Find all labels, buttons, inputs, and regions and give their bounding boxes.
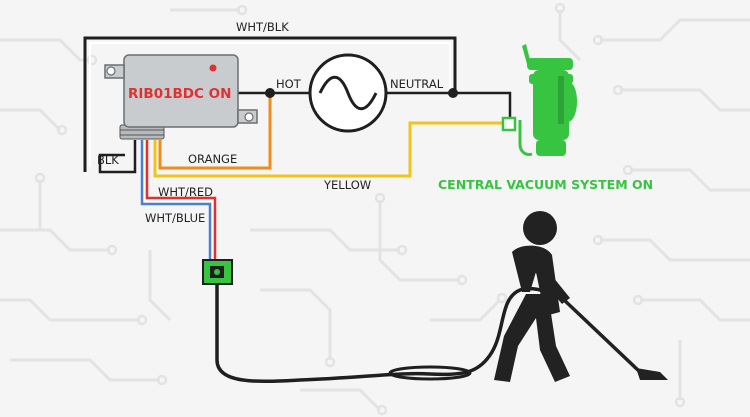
hose-coil [388, 365, 472, 381]
label-wht-red: WHT/RED [158, 185, 213, 199]
wall-inlet-icon [202, 259, 233, 285]
circuit-pads [34, 2, 686, 416]
circuit-background [0, 8, 750, 412]
neutral-junction [448, 88, 458, 98]
vacuum-floor-head [636, 368, 668, 380]
vacuum-wand [560, 296, 642, 374]
vacuum-terminal [501, 116, 517, 132]
label-yellow: YELLOW [323, 178, 371, 192]
central-vacuum-unit-icon [518, 44, 577, 156]
wire-yellow [153, 121, 505, 178]
wire-red [145, 140, 217, 262]
wire-blue [140, 140, 212, 262]
vacuum-hose [215, 284, 556, 384]
person-vacuuming-icon [494, 211, 570, 382]
hot-junction [265, 88, 275, 98]
label-orange: ORANGE [188, 152, 237, 166]
status-label: CENTRAL VACUUM SYSTEM ON [438, 177, 653, 192]
relay-label: RIB01BDC ON [128, 86, 231, 102]
label-neutral: NEUTRAL [390, 77, 444, 91]
ac-source-icon [308, 53, 388, 133]
label-wht-blk: WHT/BLK [236, 20, 289, 34]
wire-wht-blk [83, 36, 457, 172]
label-hot: HOT [276, 77, 302, 91]
relay-led [209, 64, 217, 72]
label-blk: BLK [97, 153, 119, 167]
wire-orange [158, 93, 272, 170]
wire-blk [98, 140, 137, 174]
label-wht-blue: WHT/BLUE [145, 211, 205, 225]
relay-module [104, 54, 258, 140]
wire-neutral [386, 91, 512, 118]
wire-white-core [143, 140, 214, 262]
